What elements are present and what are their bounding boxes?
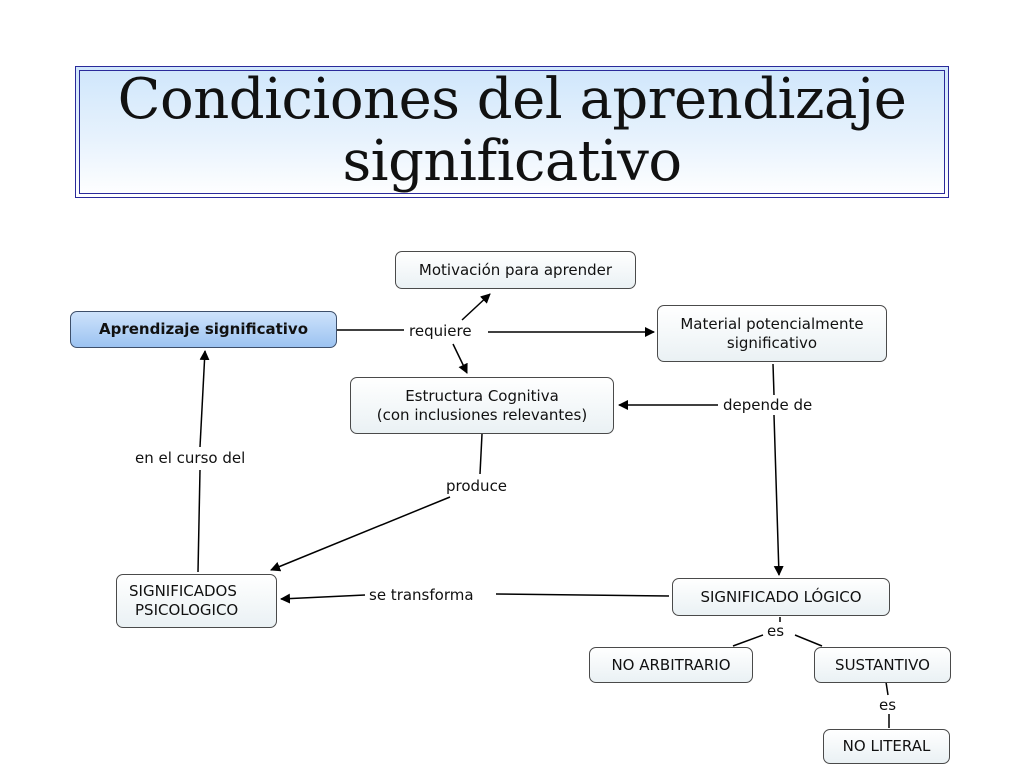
link-label-requiere: requiere	[406, 322, 475, 340]
node-label-line-2: PSICOLOGICO	[135, 601, 239, 619]
node-label-line-2: significativo	[726, 333, 818, 352]
node-aprendizaje-significativo[interactable]: Aprendizaje significativo	[70, 311, 337, 348]
link-estructura-produce	[479, 433, 483, 475]
link-logico-transforma	[495, 593, 670, 597]
node-label: Estructura Cognitiva (con inclusiones re…	[377, 387, 587, 425]
node-no-literal[interactable]: NO LITERAL	[823, 729, 950, 764]
node-label: SIGNIFICADOS PSICOLOGICO	[129, 582, 238, 620]
node-significados-psicologico[interactable]: SIGNIFICADOS PSICOLOGICO	[116, 574, 277, 628]
title-line-2: significativo	[342, 129, 682, 194]
node-material[interactable]: Material potencialmente significativo	[657, 305, 887, 362]
link-label-es-2: es	[876, 696, 900, 714]
link-label-depende-de: depende de	[720, 396, 816, 414]
link-requiere-motivacion	[461, 293, 491, 321]
node-label: NO LITERAL	[842, 737, 931, 755]
link-es-sustantivo	[794, 634, 823, 647]
link-label-se-transforma: se transforma	[366, 586, 477, 604]
link-es-noarbitrario	[732, 634, 764, 647]
link-depende-logico	[773, 414, 784, 576]
node-label-line-1: Estructura Cognitiva	[405, 386, 559, 405]
node-label: NO ARBITRARIO	[611, 655, 731, 674]
link-label-es-1: es	[764, 622, 788, 640]
link-label-produce: produce	[443, 477, 511, 495]
node-label-line-1: Material potencialmente	[680, 314, 864, 333]
title-line-1: Condiciones del aprendizaje	[117, 67, 907, 132]
link-label-en-el-curso-del: en el curso del	[132, 449, 249, 467]
node-significado-logico[interactable]: SIGNIFICADO LÓGICO	[672, 578, 890, 616]
link-curso-aprendizaje	[199, 350, 210, 448]
node-label-line-2: (con inclusiones relevantes)	[376, 405, 588, 424]
node-motivacion[interactable]: Motivación para aprender	[395, 251, 636, 289]
node-no-arbitrario[interactable]: NO ARBITRARIO	[589, 647, 753, 683]
node-label: Motivación para aprender	[418, 260, 613, 279]
node-label: SIGNIFICADO LÓGICO	[700, 587, 862, 606]
link-material-depende	[772, 363, 775, 396]
page-title: Condiciones del aprendizaje significativ…	[76, 69, 948, 193]
link-produce-psicologico	[270, 496, 451, 572]
link-requiere-estructura	[452, 343, 468, 374]
link-transforma-psicologico	[280, 593, 366, 604]
link-psicologico-curso	[197, 469, 201, 573]
node-label: SUSTANTIVO	[835, 655, 930, 674]
node-label-line-1: SIGNIFICADOS	[129, 582, 237, 600]
node-sustantivo[interactable]: SUSTANTIVO	[814, 647, 951, 683]
node-label: Aprendizaje significativo	[98, 320, 309, 338]
node-estructura-cognitiva[interactable]: Estructura Cognitiva (con inclusiones re…	[350, 377, 614, 434]
node-label: Material potencialmente significativo	[680, 315, 863, 353]
link-sustantivo-es	[885, 681, 889, 696]
title-box: Condiciones del aprendizaje significativ…	[75, 66, 949, 198]
